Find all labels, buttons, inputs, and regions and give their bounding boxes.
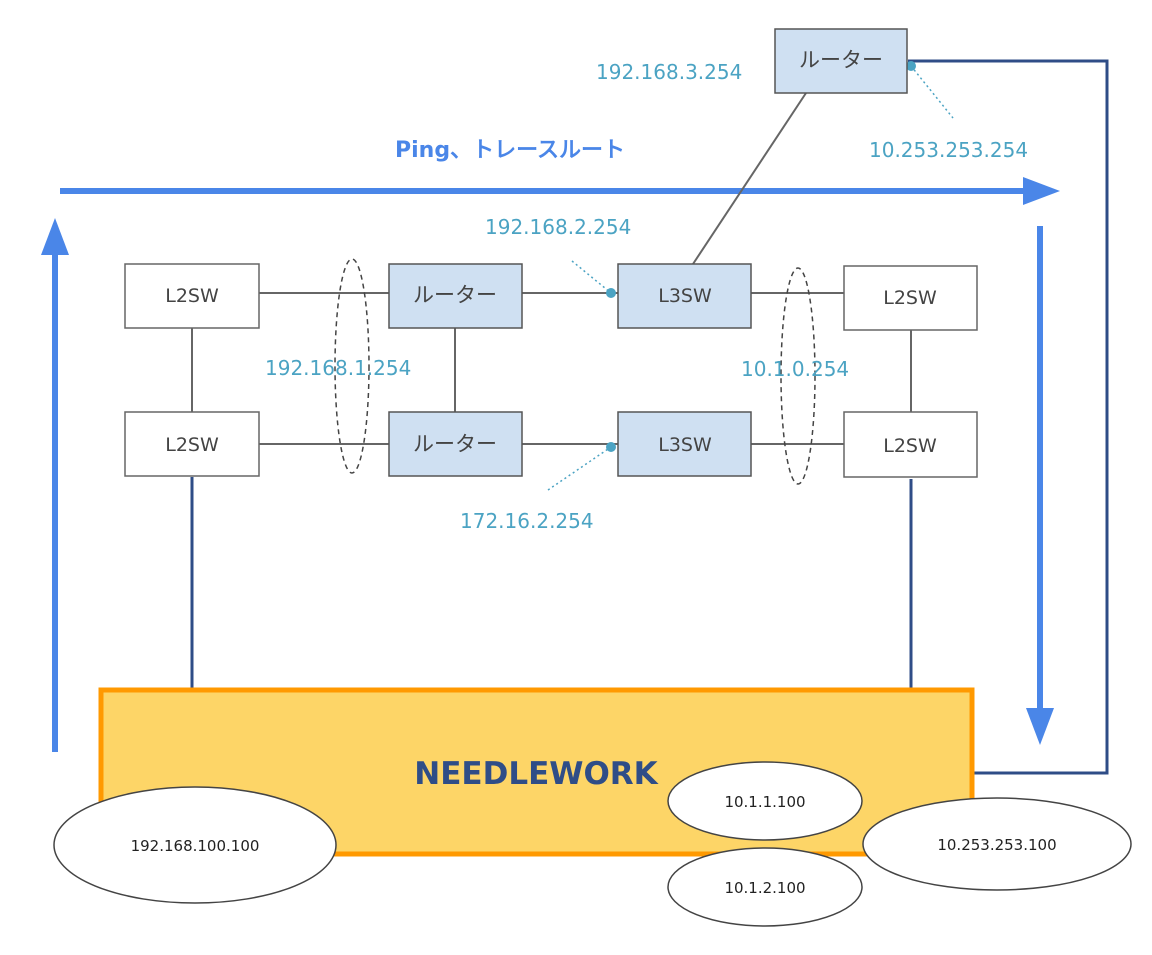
needlework-title: NEEDLEWORK bbox=[414, 756, 658, 792]
top-right-l2sw-label: L2SW bbox=[883, 287, 937, 309]
bottom-router-box bbox=[388, 411, 523, 477]
flow-arrow-right-head bbox=[1026, 708, 1054, 745]
host-left-ellipse bbox=[53, 786, 337, 904]
callout-dot-upper-router bbox=[906, 61, 916, 71]
top-left-l2sw-box bbox=[124, 263, 260, 329]
ip-label-right-segment: 10.1.0.254 bbox=[741, 357, 849, 381]
top-l3sw: L3SW bbox=[617, 263, 752, 329]
flow-arrow-left-head bbox=[41, 218, 69, 255]
bottom-left-l2sw: L2SW bbox=[124, 411, 260, 477]
host-center-bottom-label: 10.1.2.100 bbox=[724, 879, 805, 897]
host-center-top-label: 10.1.1.100 bbox=[724, 793, 805, 811]
bottom-router: ルーター bbox=[388, 411, 523, 477]
bottom-left-l2sw-box bbox=[124, 411, 260, 477]
top-right-l2sw-box bbox=[843, 265, 978, 331]
upper-router-label: ルーター bbox=[799, 48, 883, 72]
ip-label-l3sw-bottom: 172.16.2.254 bbox=[460, 509, 594, 533]
bottom-l3sw: L3SW bbox=[617, 411, 752, 477]
ip-label-upper-router-left: 192.168.3.254 bbox=[596, 60, 742, 84]
bottom-right-l2sw: L2SW bbox=[843, 411, 978, 478]
upper-router-to-needlework-link bbox=[908, 59, 1109, 775]
left-segment-ellipse bbox=[334, 258, 370, 474]
bottom-right-l2sw-label: L2SW bbox=[883, 435, 937, 457]
ip-label-left-segment: 192.168.1.254 bbox=[265, 356, 411, 380]
ip-label-upper-router-right: 10.253.253.254 bbox=[869, 138, 1028, 162]
bottom-router-label: ルーター bbox=[413, 432, 497, 456]
top-left-l2sw-label: L2SW bbox=[165, 285, 219, 307]
top-l3sw-label: L3SW bbox=[658, 285, 712, 307]
callout-dot-l3sw-bottom bbox=[606, 442, 616, 452]
host-10-1-2-100: 10.1.2.100 bbox=[667, 847, 863, 927]
ip-labels: 192.168.3.254 10.253.253.254 192.168.2.2… bbox=[265, 60, 1028, 533]
host-center-top-ellipse bbox=[667, 761, 863, 841]
host-right-ellipse bbox=[862, 797, 1132, 891]
top-router-label: ルーター bbox=[413, 283, 497, 307]
bottom-left-l2sw-label: L2SW bbox=[165, 434, 219, 456]
needlework-uplinks bbox=[190, 477, 913, 690]
ip-callout-lines bbox=[547, 65, 954, 491]
top-l3sw-box bbox=[617, 263, 752, 329]
ip-callout-dots bbox=[606, 61, 916, 452]
flow-arrow-top-head bbox=[1023, 177, 1060, 205]
right-segment-ellipse bbox=[780, 267, 816, 485]
bottom-right-l2sw-box bbox=[843, 411, 978, 478]
flow-arrows: Ping、トレースルート bbox=[41, 138, 1060, 752]
callout-dot-l3sw-top bbox=[606, 288, 616, 298]
network-links bbox=[191, 92, 912, 445]
callout-l3sw-top bbox=[571, 260, 612, 294]
host-right-label: 10.253.253.100 bbox=[937, 836, 1056, 854]
top-left-l2sw: L2SW bbox=[124, 263, 260, 329]
top-router: ルーター bbox=[388, 263, 523, 329]
callout-l3sw-bottom bbox=[547, 446, 612, 491]
top-right-l2sw: L2SW bbox=[843, 265, 978, 331]
bottom-l3sw-box bbox=[617, 411, 752, 477]
host-192-168-100-100: 192.168.100.100 bbox=[53, 786, 337, 904]
flow-label: Ping、トレースルート bbox=[395, 138, 625, 163]
host-10-1-1-100: 10.1.1.100 bbox=[667, 761, 863, 841]
ip-label-l3sw-top: 192.168.2.254 bbox=[485, 215, 631, 239]
host-left-label: 192.168.100.100 bbox=[131, 837, 260, 855]
host-center-bottom-ellipse bbox=[667, 847, 863, 927]
callout-upper-router-right bbox=[910, 65, 954, 119]
link-l3sw-upper-router bbox=[692, 92, 807, 265]
top-router-box bbox=[388, 263, 523, 329]
upper-router-box bbox=[774, 28, 908, 94]
host-10-253-253-100: 10.253.253.100 bbox=[862, 797, 1132, 891]
bottom-l3sw-label: L3SW bbox=[658, 434, 712, 456]
upper-router: ルーター bbox=[774, 28, 908, 94]
